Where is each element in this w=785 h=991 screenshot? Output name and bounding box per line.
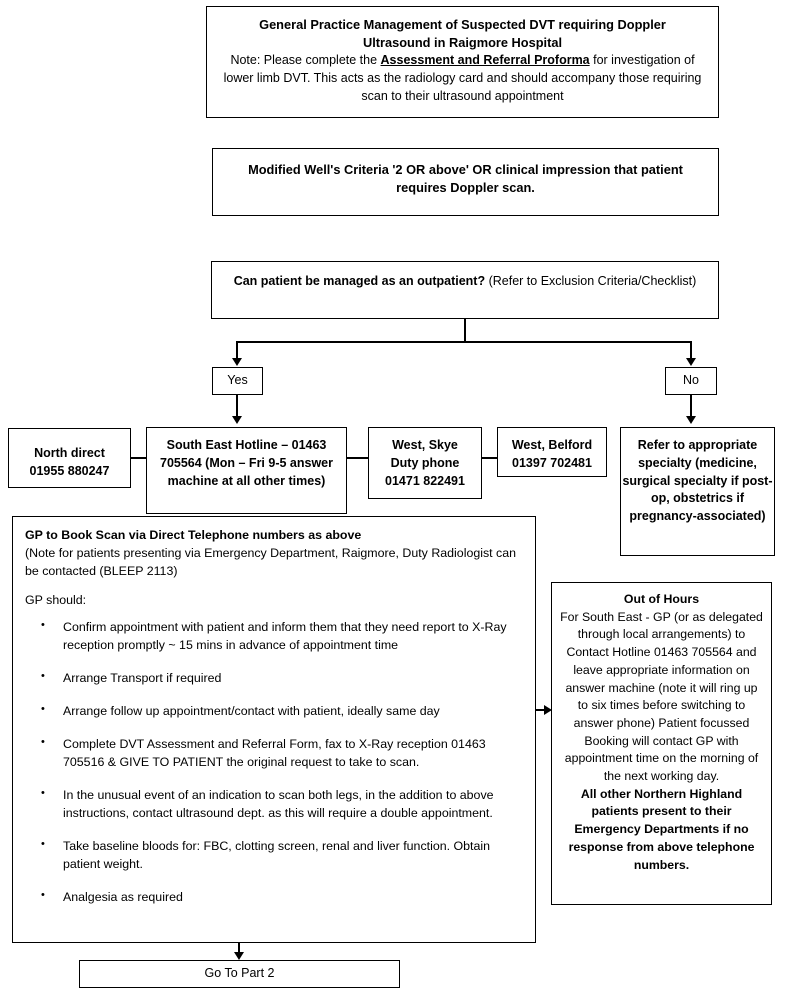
- yes-decision-node: Yes: [212, 367, 263, 395]
- outpatient-qualifier: (Refer to Exclusion Criteria/Checklist): [485, 274, 697, 288]
- gp-to-part2-line: [238, 943, 240, 956]
- contact-text: West, Belford 01397 702481: [511, 438, 593, 470]
- assessment-referral-proforma-link[interactable]: Assessment and Referral Proforma: [380, 53, 590, 68]
- gp-box-spacer: [25, 581, 523, 592]
- contact-box-west-skye: West, Skye Duty phone 01471 822491: [368, 427, 482, 499]
- title-note-suffix: for investigation of lower limb DVT. Thi…: [223, 53, 702, 103]
- refer-to-specialty-box: Refer to appropriate specialty (medicine…: [620, 427, 775, 556]
- outpatient-decision-text: Can patient be managed as an outpatient?…: [230, 273, 700, 291]
- contact-box-north-direct: North direct 01955 880247: [8, 428, 131, 488]
- gp-box-heading: GP to Book Scan via Direct Telephone num…: [25, 528, 362, 542]
- gp-booking-instructions-box: GP to Book Scan via Direct Telephone num…: [12, 516, 536, 943]
- contact-link-southeast-skye: [347, 457, 368, 459]
- contact-link-north-southeast: [131, 457, 146, 459]
- list-item: Arrange Transport if required: [41, 669, 523, 688]
- outpatient-decision-box: Can patient be managed as an outpatient?…: [211, 261, 719, 319]
- branch-yes-arrowhead: [232, 358, 242, 366]
- title-line-2: Ultrasound in Raigmore Hospital: [362, 35, 563, 51]
- list-item: Confirm appointment with patient and inf…: [41, 618, 523, 655]
- go-to-part-2-box[interactable]: Go To Part 2: [79, 960, 400, 988]
- no-to-refer-arrowhead: [686, 416, 696, 424]
- contact-box-west-belford: West, Belford 01397 702481: [497, 427, 607, 477]
- list-item: Analgesia as required: [41, 888, 523, 907]
- yes-to-contacts-line: [236, 395, 238, 418]
- refer-to-specialty-text: Refer to appropriate specialty (medicine…: [622, 438, 773, 523]
- gp-box-note: (Note for patients presenting via Emerge…: [25, 545, 517, 578]
- title-box: General Practice Management of Suspected…: [206, 6, 719, 118]
- title-note: Note: Please complete the Assessment and…: [218, 52, 707, 105]
- title-note-prefix: Note: Please complete the: [230, 53, 381, 68]
- gp-box-subheading: GP should:: [25, 592, 87, 607]
- out-of-hours-body: For South East - GP (or as delegated thr…: [560, 609, 763, 784]
- branch-no-arrowhead: [686, 358, 696, 366]
- no-label: No: [683, 373, 699, 388]
- branch-yes-line: [236, 341, 238, 360]
- contact-text: South East Hotline – 01463 705564 (Mon –…: [160, 438, 333, 488]
- gp-box-bullet-list: Confirm appointment with patient and inf…: [25, 618, 523, 922]
- contact-text: North direct 01955 880247: [29, 446, 110, 478]
- wells-criteria-box: Modified Well's Criteria '2 OR above' OR…: [212, 148, 719, 216]
- list-item: Complete DVT Assessment and Referral For…: [41, 735, 523, 772]
- branch-horizontal-line: [236, 341, 692, 343]
- out-of-hours-tail: All other Northern Highland patients pre…: [568, 786, 755, 872]
- gp-to-ooh-line: [536, 709, 548, 711]
- no-decision-node: No: [665, 367, 717, 395]
- gp-to-part2-arrowhead: [234, 952, 244, 960]
- list-item: Arrange follow up appointment/contact wi…: [41, 702, 523, 721]
- branch-no-line: [690, 341, 692, 360]
- wells-criteria-text: Modified Well's Criteria '2 OR above' OR…: [248, 162, 683, 196]
- title-line-1: General Practice Management of Suspected…: [259, 17, 666, 32]
- list-item: In the unusual event of an indication to…: [41, 786, 523, 823]
- out-of-hours-box: Out of Hours For South East - GP (or as …: [551, 582, 772, 905]
- contact-box-south-east-hotline: South East Hotline – 01463 705564 (Mon –…: [146, 427, 347, 514]
- contact-text: West, Skye Duty phone 01471 822491: [385, 438, 465, 488]
- yes-to-contacts-arrowhead: [232, 416, 242, 424]
- no-to-refer-line: [690, 395, 692, 418]
- go-to-part-2-label: Go To Part 2: [204, 966, 275, 981]
- out-of-hours-heading: Out of Hours: [623, 592, 700, 606]
- yes-label: Yes: [227, 373, 248, 388]
- list-item: Take baseline bloods for: FBC, clotting …: [41, 837, 523, 874]
- contact-link-skye-belford: [482, 457, 497, 459]
- gp-to-ooh-arrowhead: [544, 705, 552, 715]
- outpatient-question: Can patient be managed as an outpatient?: [233, 274, 486, 288]
- branch-stem-line: [464, 319, 466, 342]
